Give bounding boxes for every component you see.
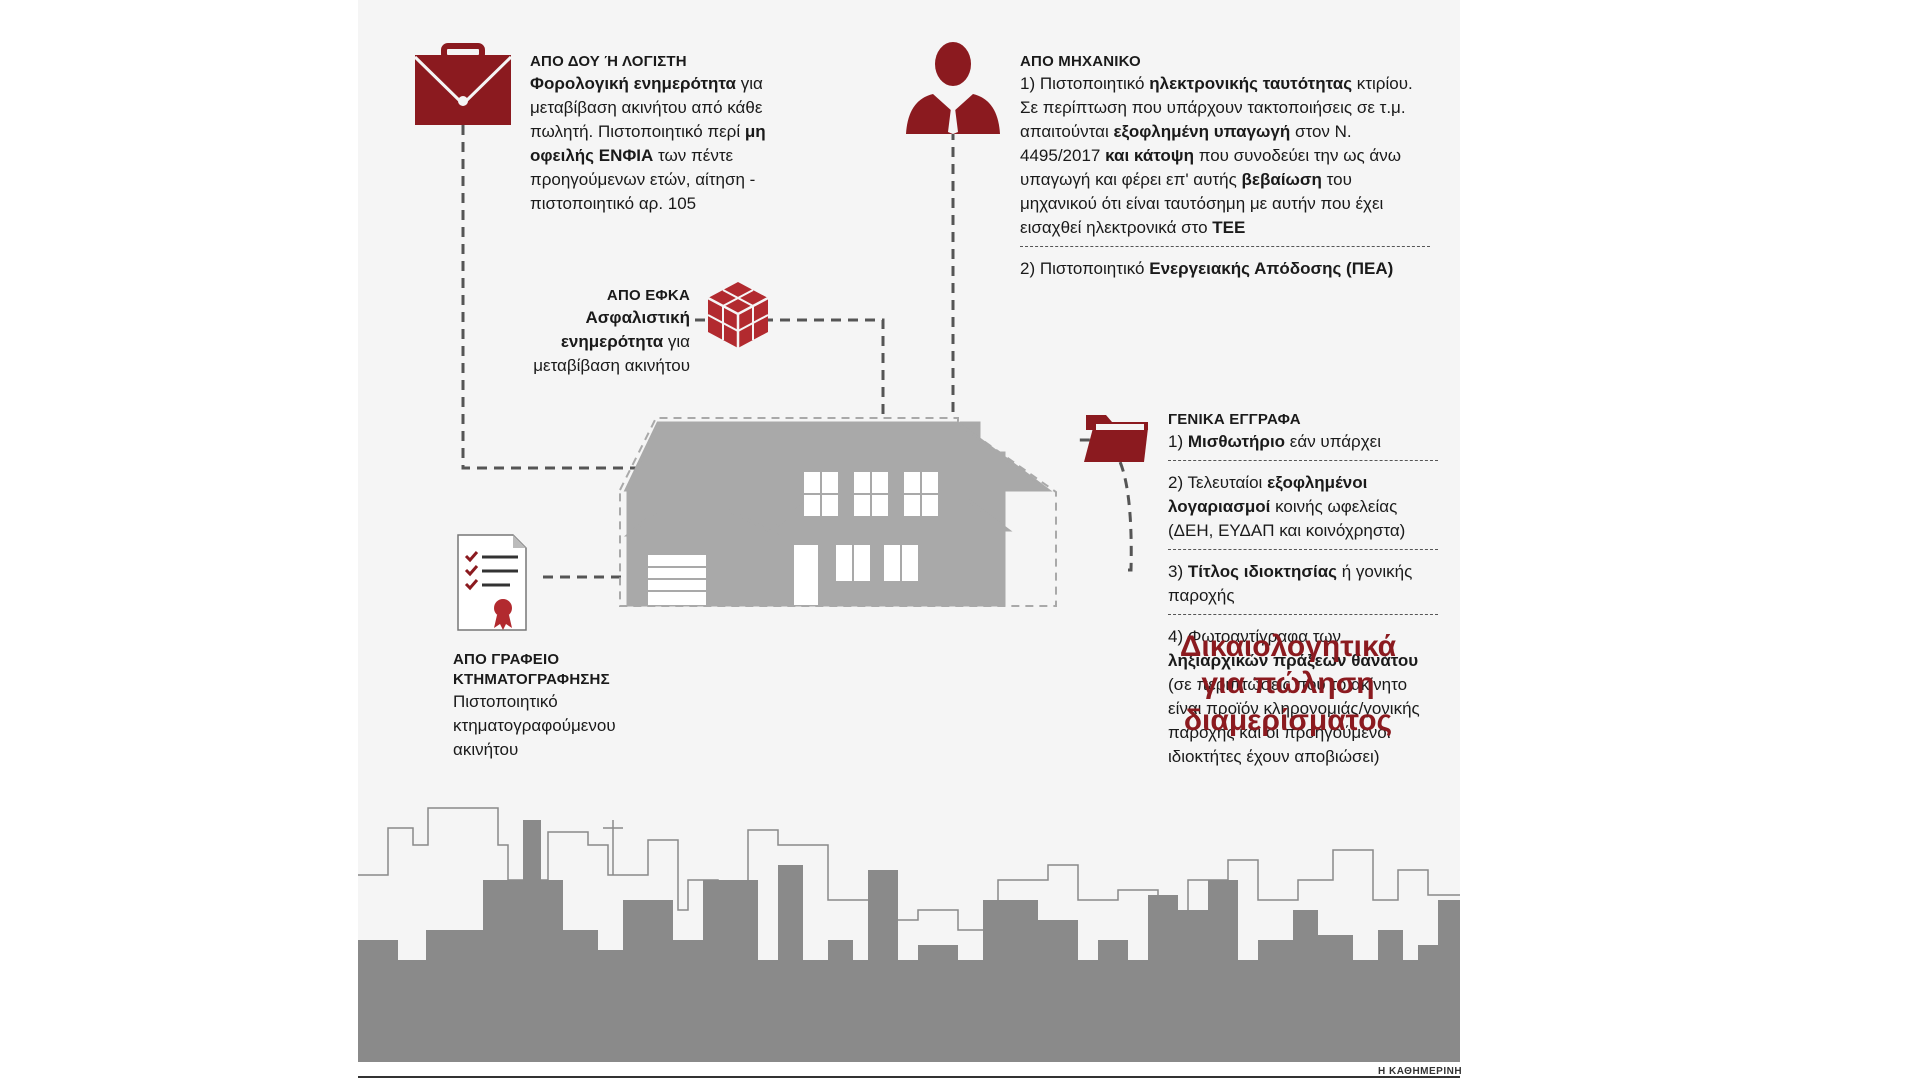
mechanic-text-bold: και κάτοψη xyxy=(1105,146,1194,165)
general-text: 1) xyxy=(1168,432,1184,451)
mechanic-heading: ΑΠΟ ΜΗΧΑΝΙΚΟ xyxy=(1020,53,1141,70)
source-efka: ΑΠΟ ΕΦΚΑ Ασφαλιστική ενημερότητα για μετ… xyxy=(508,286,690,378)
mechanic-text: στον Ν. 4495/2017 xyxy=(1020,122,1352,165)
connector-efka xyxy=(695,318,885,415)
city-skyline-outline xyxy=(358,807,1460,951)
general-text-bold: Τίτλος ιδιοκτησίας xyxy=(1187,562,1337,581)
source-cadastre: ΑΠΟ ΓΡΑΦΕΙΟ ΚΤΗΜΑΤΟΓΡΑΦΗΣΗΣ Πιστοποιητικ… xyxy=(453,650,683,762)
house-outline xyxy=(619,417,1057,607)
general-text: 4) Φωτοαντίγραφα των xyxy=(1168,627,1342,646)
general-text: 3) xyxy=(1168,562,1184,581)
title-line: Δικαιολογητικά xyxy=(1179,630,1397,663)
general-text: 2) Τελευταίοι xyxy=(1168,473,1263,492)
general-heading: ΓΕΝΙΚΑ ΕΓΓΡΑΦΑ xyxy=(1168,411,1301,428)
general-item-4: 4) Φωτοαντίγραφα των ληξιαρχικών πράξεων… xyxy=(1168,625,1438,769)
title-line: διαμερίσματος xyxy=(1183,704,1393,737)
divider xyxy=(1168,614,1438,615)
doy-text-bold: μη οφειλής ΕΝΦΙΑ xyxy=(530,122,766,165)
certificate-document-icon xyxy=(457,534,527,631)
source-general: ΓΕΝΙΚΑ ΕΓΓΡΑΦΑ 1) Μισθωτήριο εάν υπάρχει… xyxy=(1168,410,1438,769)
general-item-3: 3) Τίτλος ιδιοκτησίας ή γονικής παροχής xyxy=(1168,560,1438,608)
general-item-1: 1) Μισθωτήριο εάν υπάρχει xyxy=(1168,430,1438,454)
efka-text-part: για μεταβίβαση ακινήτου xyxy=(533,332,690,375)
general-text: εάν υπάρχει xyxy=(1289,432,1381,451)
mechanic-text: κτιρίου. Σε περίπτωση που υπάρχουν τακτο… xyxy=(1020,74,1413,141)
doy-text-part: για μεταβίβαση ακινήτου από κάθε πωλητή.… xyxy=(530,74,763,141)
mechanic-text-bold: ηλεκτρονικής ταυτότητας xyxy=(1149,74,1353,93)
cadastre-heading-1: ΑΠΟ ΓΡΑΦΕΙΟ xyxy=(453,651,560,668)
house-details xyxy=(648,472,938,592)
mechanic-text: που συνοδεύει την ως άνω υπαγωγή και φέρ… xyxy=(1020,146,1402,189)
general-text-bold: Μισθωτήριο xyxy=(1187,432,1286,451)
title-line: για πώληση xyxy=(1201,667,1375,700)
doy-title: Φορολογική ενημερότητα xyxy=(530,74,736,93)
efka-logo-icon xyxy=(707,282,769,348)
mechanic-text: 2) Πιστοποιητικό xyxy=(1020,259,1145,278)
mechanic-text-bold: εξοφλημένη υπαγωγή xyxy=(1113,122,1291,141)
cadastre-heading-2: ΚΤΗΜΑΤΟΓΡΑΦΗΣΗΣ xyxy=(453,671,610,688)
mechanic-text-bold: βεβαίωση xyxy=(1241,170,1322,189)
source-doy: ΑΠΟ ΔΟΥ Ή ΛΟΓΙΣΤΗ Φορολογική ενημερότητα… xyxy=(530,52,830,216)
efka-heading: ΑΠΟ ΕΦΚΑ xyxy=(606,287,690,304)
divider xyxy=(1168,460,1438,461)
general-text: κοινής ωφελείας (ΔΕΗ, ΕΥΔΑΠ και κοινόχρη… xyxy=(1168,497,1406,540)
source-mechanic: ΑΠΟ ΜΗΧΑΝΙΚΟ 1) Πιστοποιητικό ηλεκτρονικ… xyxy=(1020,52,1430,281)
mechanic-text: 1) Πιστοποιητικό xyxy=(1020,74,1145,93)
infographic-panel: ΑΠΟ ΔΟΥ Ή ΛΟΓΙΣΤΗ Φορολογική ενημερότητα… xyxy=(358,0,1460,1062)
general-text: ή γονικής παροχής xyxy=(1168,562,1413,605)
briefcase-icon xyxy=(413,43,513,125)
doy-heading: ΑΠΟ ΔΟΥ Ή ΛΟΓΙΣΤΗ xyxy=(530,53,687,70)
mechanic-item-2: 2) Πιστοποιητικό Ενεργειακής Απόδοσης (Π… xyxy=(1020,257,1430,281)
divider xyxy=(1020,246,1430,247)
divider xyxy=(1168,549,1438,550)
cadastre-text: Πιστοποιητικό κτηματογραφούμενου ακινήτο… xyxy=(453,692,616,759)
doy-text: Φορολογική ενημερότητα για μεταβίβαση ακ… xyxy=(530,72,830,216)
mechanic-text-bold: Ενεργειακής Απόδοσης (ΠΕΑ) xyxy=(1149,259,1394,278)
doy-text-part: των πέντε προηγούμενων ετών, αίτηση - πι… xyxy=(530,146,756,213)
efka-title: Ασφαλιστική ενημερότητα xyxy=(560,308,690,351)
efka-text: Ασφαλιστική ενημερότητα για μεταβίβαση α… xyxy=(508,306,690,378)
folder-icon xyxy=(1084,415,1148,462)
general-text: (σε περιπτώσεις που το ακίνητο είναι προ… xyxy=(1168,675,1420,766)
publisher-credit: Η ΚΑΘΗΜΕΡΙΝΗ xyxy=(1378,1066,1463,1077)
general-text-bold: εξοφλημένοι λογαριασμοί xyxy=(1168,473,1368,516)
engineer-person-icon xyxy=(906,42,1000,134)
city-skyline xyxy=(358,820,1460,1062)
bottom-rule xyxy=(358,1076,1460,1078)
mechanic-text: του μηχανικού ότι είναι ταυτόσημη με αυτ… xyxy=(1020,170,1384,237)
infographic-graphics xyxy=(358,42,1460,1062)
mechanic-item-1: 1) Πιστοποιητικό ηλεκτρονικής ταυτότητας… xyxy=(1020,72,1430,240)
main-title: Δικαιολογητικά για πώληση διαμερίσματος xyxy=(1118,628,1458,739)
general-text-bold: ληξιαρχικών πράξεων θανάτου xyxy=(1168,651,1419,670)
general-item-2: 2) Τελευταίοι εξοφλημένοι λογαριασμοί κο… xyxy=(1168,471,1438,543)
mechanic-text-bold: ΤΕΕ xyxy=(1212,218,1246,237)
